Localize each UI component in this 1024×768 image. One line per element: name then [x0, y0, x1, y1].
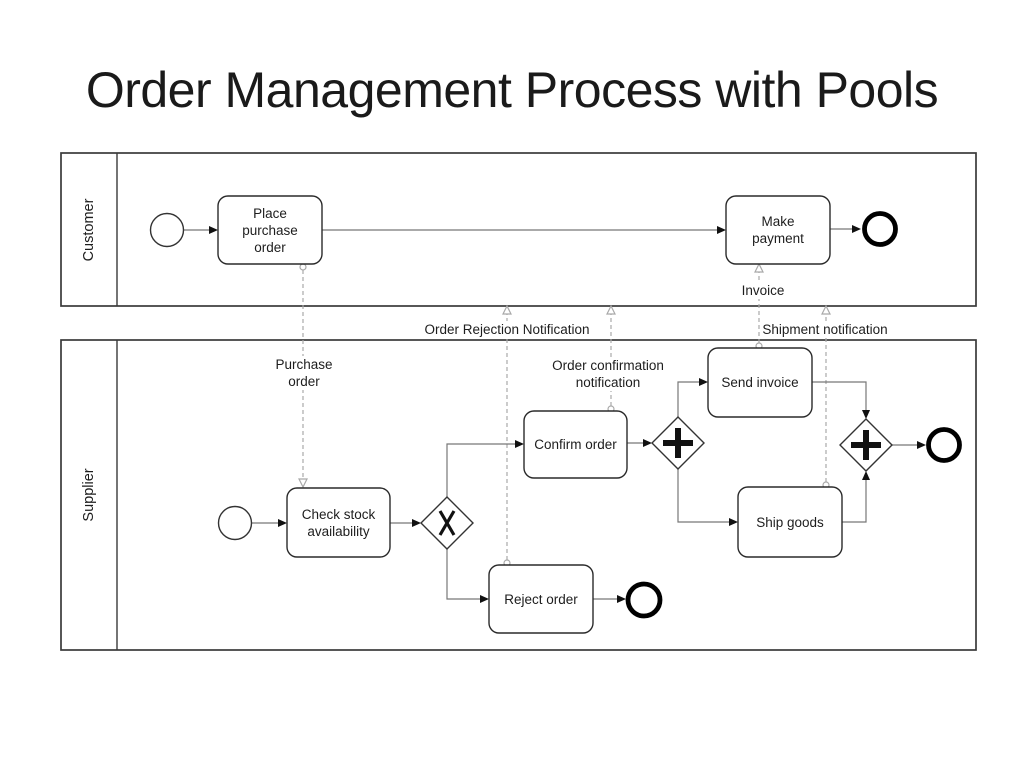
sequence-flow-line	[446, 443, 517, 497]
page-title: Order Management Process with Pools	[85, 62, 939, 118]
arrowhead-icon	[412, 519, 421, 527]
arrowhead-icon	[515, 440, 524, 448]
sequence-flow-line	[812, 381, 867, 412]
message-label-order-rejection: Order Rejection Notification	[422, 321, 592, 338]
message-label-order-confirmation: Order confirmation notification	[550, 357, 666, 391]
arrowhead-icon	[617, 595, 626, 603]
arrowhead-icon	[699, 378, 708, 386]
task-make-payment	[725, 195, 831, 265]
message-arrowhead-icon	[502, 304, 512, 315]
message-label-purchase-order: Purchase order	[273, 356, 335, 390]
task-label-confirm-order: Confirm order	[534, 437, 617, 452]
message-label-shipment: Shipment notification	[760, 321, 890, 338]
message-arrowhead-icon	[821, 304, 831, 315]
task-ship-goods	[737, 486, 843, 558]
arrowhead-icon	[917, 441, 926, 449]
exclusive-gateway	[420, 496, 474, 550]
message-arrowhead-icon	[754, 262, 764, 273]
task-label-place-purchase-order: Place purchase order	[242, 205, 298, 255]
parallel-split-gateway	[651, 416, 705, 470]
plus-marker-icon	[663, 428, 693, 458]
arrowhead-icon	[480, 595, 489, 603]
task-send-invoice	[707, 347, 813, 418]
task-label-send-invoice: Send invoice	[721, 375, 799, 390]
x-marker-icon	[438, 510, 456, 536]
message-arrowhead-icon	[298, 478, 308, 489]
arrowhead-icon	[862, 471, 870, 480]
task-label-reject-order: Reject order	[504, 591, 578, 607]
pool-label-supplier: Supplier	[80, 468, 97, 522]
end-event-reject	[625, 581, 663, 619]
sequence-flow-line	[842, 478, 867, 523]
message-arrowhead-icon	[606, 304, 616, 315]
parallel-join-gateway	[839, 418, 893, 472]
message-label-invoice: Invoice	[739, 282, 787, 299]
arrowhead-icon	[278, 519, 287, 527]
task-check-stock-availability	[286, 487, 391, 558]
task-place-purchase-order	[217, 195, 323, 265]
task-label-make-payment: Make payment	[752, 214, 804, 246]
sequence-flow-line	[677, 469, 731, 523]
task-reject-order	[488, 564, 594, 634]
start-event-supplier	[217, 505, 253, 541]
arrowhead-icon	[862, 410, 870, 419]
arrowhead-icon	[209, 226, 218, 234]
end-event-customer	[862, 211, 898, 247]
task-confirm-order	[523, 410, 628, 479]
arrowhead-icon	[852, 225, 861, 233]
task-label-check-stock-availability: Check stock availability	[301, 506, 376, 539]
arrowhead-icon	[717, 226, 726, 234]
arrowhead-icon	[729, 518, 738, 526]
end-event-supplier	[926, 427, 962, 463]
start-event-customer	[149, 212, 185, 248]
pool-label-customer: Customer	[80, 198, 97, 262]
sequence-flow-line	[677, 381, 701, 417]
message-source-icon	[299, 263, 307, 271]
arrowhead-icon	[643, 439, 652, 447]
task-label-ship-goods: Ship goods	[756, 514, 824, 530]
sequence-flow-line	[446, 549, 482, 600]
plus-marker-icon	[851, 430, 881, 460]
